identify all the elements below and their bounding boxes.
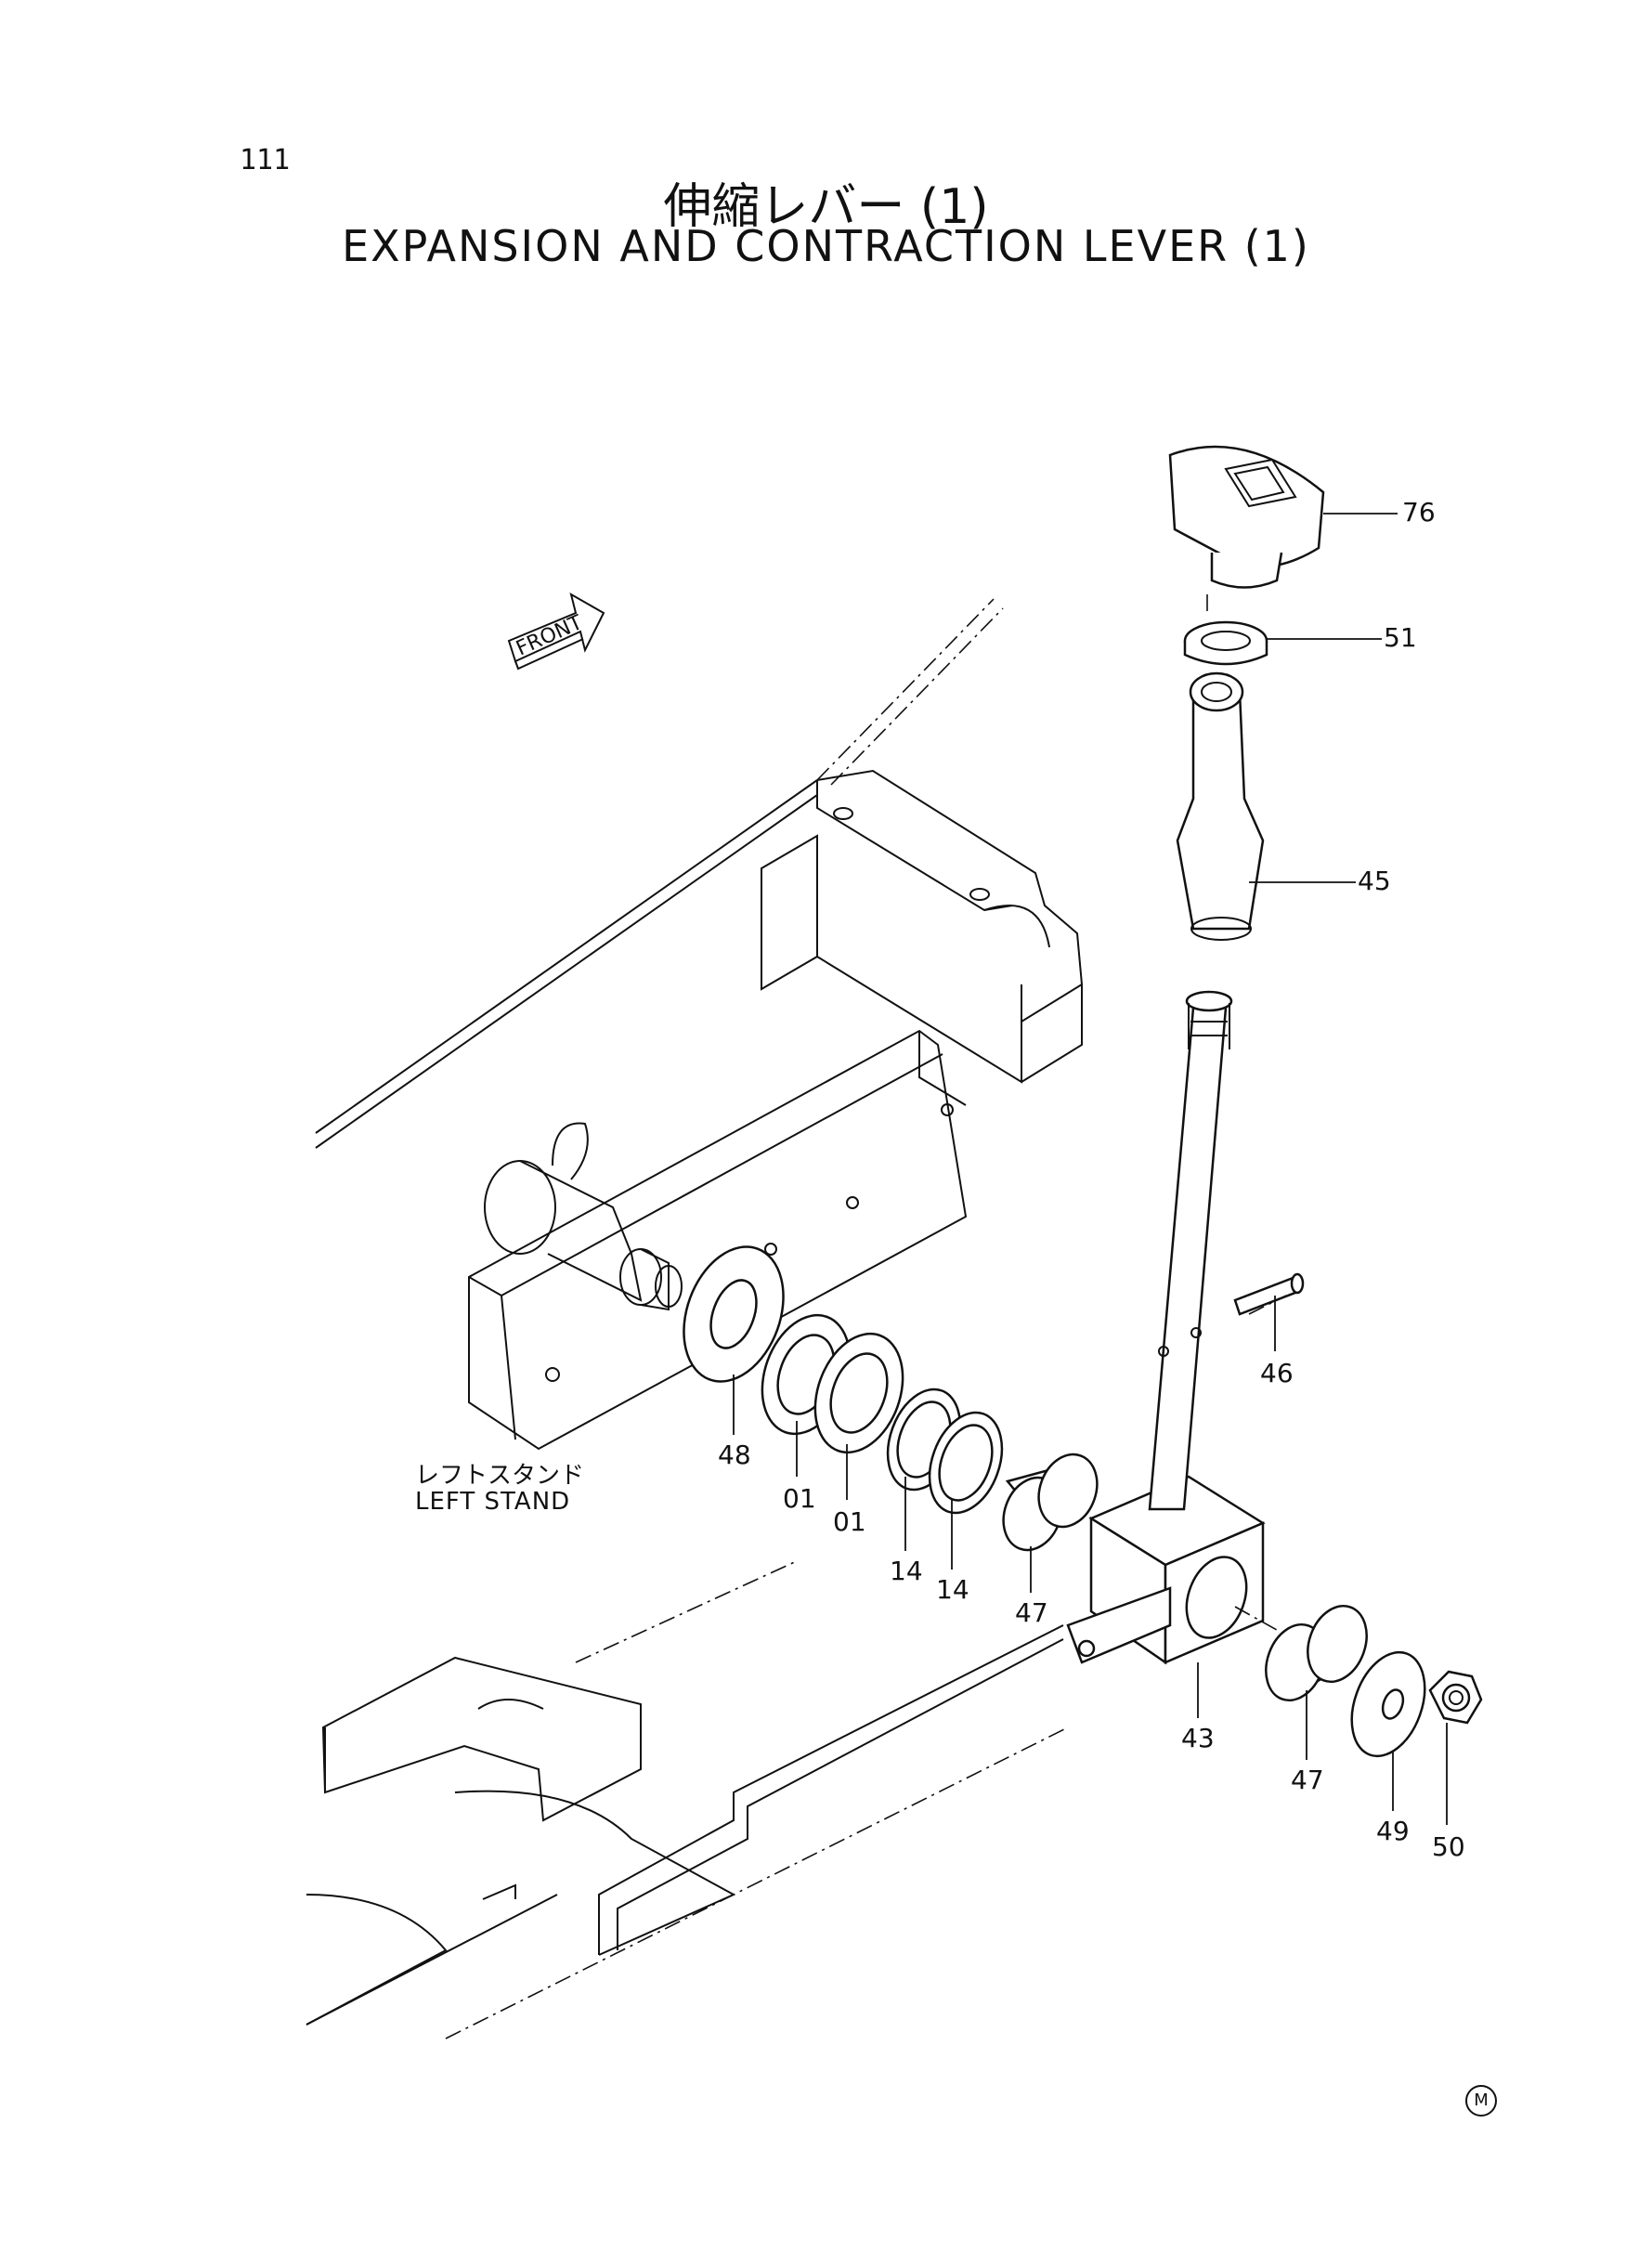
label-43: 43 — [1181, 1723, 1215, 1753]
nut-50 — [1428, 1670, 1483, 1725]
label-01-a: 01 — [783, 1483, 816, 1514]
washer-49 — [1350, 1650, 1426, 1758]
left-stand-label-ja: レフトスタンド — [415, 1462, 585, 1490]
grip-45 — [1176, 671, 1265, 941]
label-51: 51 — [1384, 622, 1417, 653]
label-45: 45 — [1358, 866, 1391, 896]
ring-51 — [1183, 620, 1268, 666]
label-76: 76 — [1402, 497, 1436, 528]
circled-m-mark: M — [1465, 2085, 1497, 2117]
shim-01-b — [813, 1332, 904, 1454]
pivot-pin — [484, 1122, 683, 1311]
knob-76 — [1168, 445, 1325, 589]
frame-outline — [306, 598, 1084, 2039]
leader-lines — [733, 513, 1448, 1825]
label-48: 48 — [718, 1440, 751, 1470]
label-47-right: 47 — [1291, 1765, 1324, 1795]
label-14-a: 14 — [890, 1556, 923, 1586]
label-14-b: 14 — [936, 1574, 969, 1605]
label-50: 50 — [1432, 1831, 1465, 1862]
title-japanese: 伸縮レバー (1) — [663, 179, 989, 235]
label-46: 46 — [1260, 1358, 1294, 1388]
label-49: 49 — [1376, 1816, 1410, 1846]
shim-14-b — [928, 1411, 1004, 1515]
page-number: 111 — [240, 144, 291, 176]
lever-rod — [1148, 990, 1233, 1511]
label-01-b: 01 — [833, 1506, 866, 1537]
bushing-47-left — [1002, 1453, 1099, 1552]
left-stand-label-en: LEFT STAND — [415, 1488, 571, 1516]
washer-48 — [683, 1245, 785, 1383]
bushing-47-right — [1265, 1604, 1368, 1702]
front-arrow-icon: FRONT — [507, 592, 605, 671]
label-47-left: 47 — [1015, 1597, 1048, 1628]
assembly-axes — [1206, 594, 1287, 1631]
spring-pin-46 — [1233, 1272, 1305, 1316]
title-english: EXPANSION AND CONTRACTION LEVER (1) — [342, 221, 1310, 271]
